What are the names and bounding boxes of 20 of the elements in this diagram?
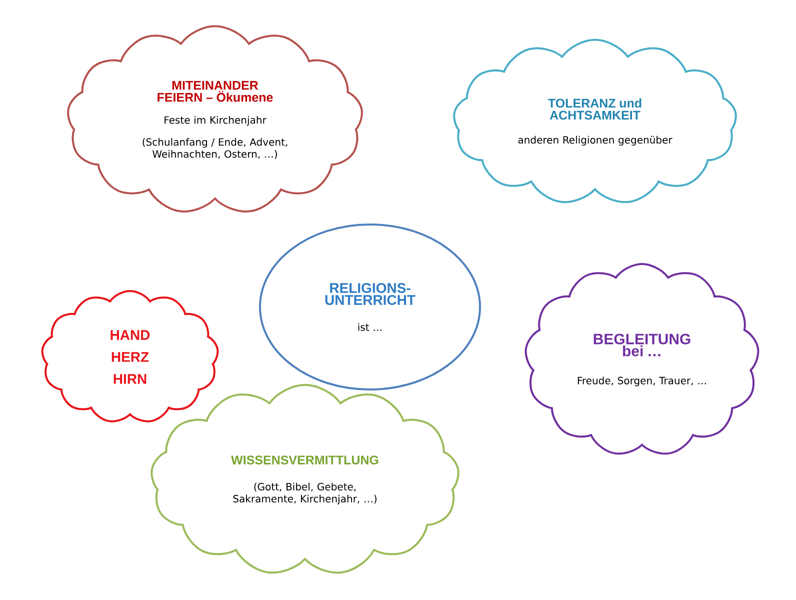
heading-text: MITEINANDER FEIERN – Ökumene bbox=[158, 81, 273, 102]
body-text: (Gott, Bibel, Gebete, Sakramente, Kirchenjahr, …) bbox=[233, 482, 376, 504]
heading-text: BEGLEITUNG bei … bbox=[594, 334, 690, 356]
heading-text: HIRN bbox=[114, 374, 146, 384]
cloud-shape bbox=[150, 384, 460, 574]
heading-text: RELIGIONS- UNTERRICHT bbox=[325, 283, 416, 305]
cloud-shape bbox=[524, 263, 760, 455]
heading-text: WISSENSVERMITTLUNG bbox=[231, 456, 378, 464]
ellipse-shape bbox=[259, 224, 481, 390]
body-text: anderen Religionen gegenüber bbox=[518, 136, 672, 146]
body-text: (Schulanfang / Ende, Advent, Weihnachten, Ostern, …) bbox=[142, 138, 288, 159]
heading-text: HAND bbox=[110, 330, 150, 340]
body-text: Freude, Sorgen, Trauer, … bbox=[578, 376, 706, 386]
cloud-shape bbox=[67, 25, 363, 212]
cloud-shape bbox=[41, 290, 219, 422]
cloud-shape bbox=[453, 38, 737, 204]
heading-text: TOLERANZ und ACHTSAMKEIT bbox=[548, 98, 642, 120]
body-text: ist … bbox=[358, 323, 382, 331]
body-text: Feste im Kirchenjahr bbox=[164, 116, 266, 126]
heading-text: HERZ bbox=[112, 352, 149, 362]
